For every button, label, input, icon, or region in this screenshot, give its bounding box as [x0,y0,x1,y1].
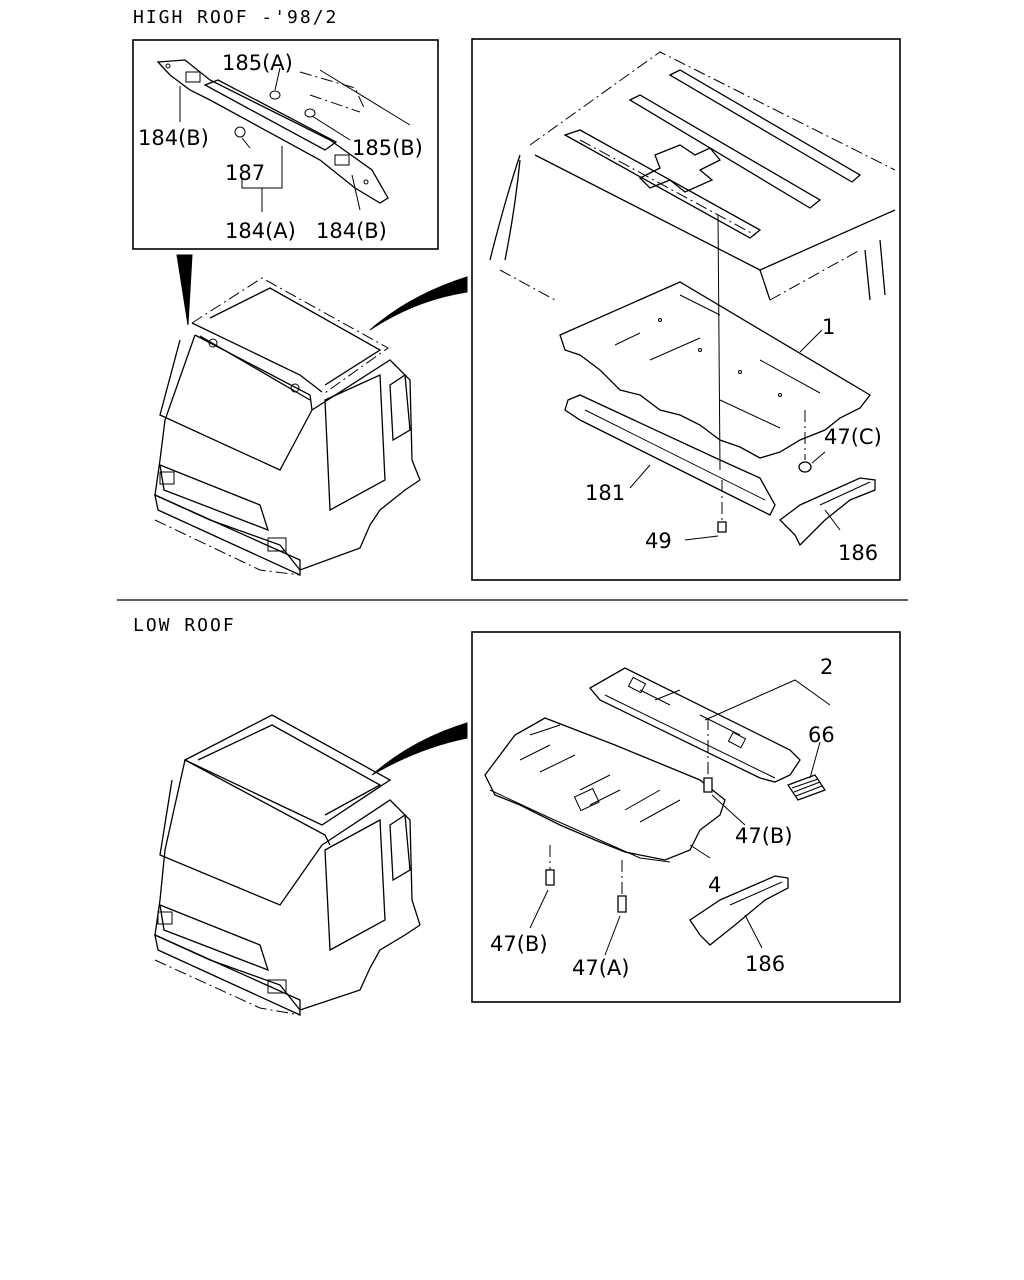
label-47b-left: 47(B) [490,932,548,956]
pointer-wedge-inset [176,254,193,326]
label-47c: 47(C) [824,425,882,449]
label-4: 4 [708,873,721,897]
label-66: 66 [808,723,835,747]
pointer-wedge-low-roof [371,722,468,776]
truck-cab-low-roof [154,714,421,1017]
label-185a: 185(A) [222,51,293,75]
label-184a: 184(A) [225,219,296,243]
main-box-low-roof [471,631,901,1003]
label-185b: 185(B) [352,136,423,160]
high-roof-title: HIGH ROOF -'98/2 [133,7,338,28]
pointer-wedge-high-roof [369,276,468,331]
label-49: 49 [645,529,672,553]
label-47a: 47(A) [572,956,629,980]
low-roof-title: LOW ROOF [133,615,236,636]
label-181: 181 [585,481,625,505]
label-2: 2 [820,655,833,679]
label-1: 1 [822,315,835,339]
label-187: 187 [225,161,265,185]
main-box-high-roof [471,38,901,581]
label-186-bottom: 186 [745,952,785,976]
truck-cab-high-roof [154,277,421,577]
label-186-top: 186 [838,541,878,565]
label-184b-right: 184(B) [316,219,387,243]
label-184b-left: 184(B) [138,126,209,150]
label-47b-right: 47(B) [735,824,793,848]
inset-box-high-roof [132,39,439,250]
